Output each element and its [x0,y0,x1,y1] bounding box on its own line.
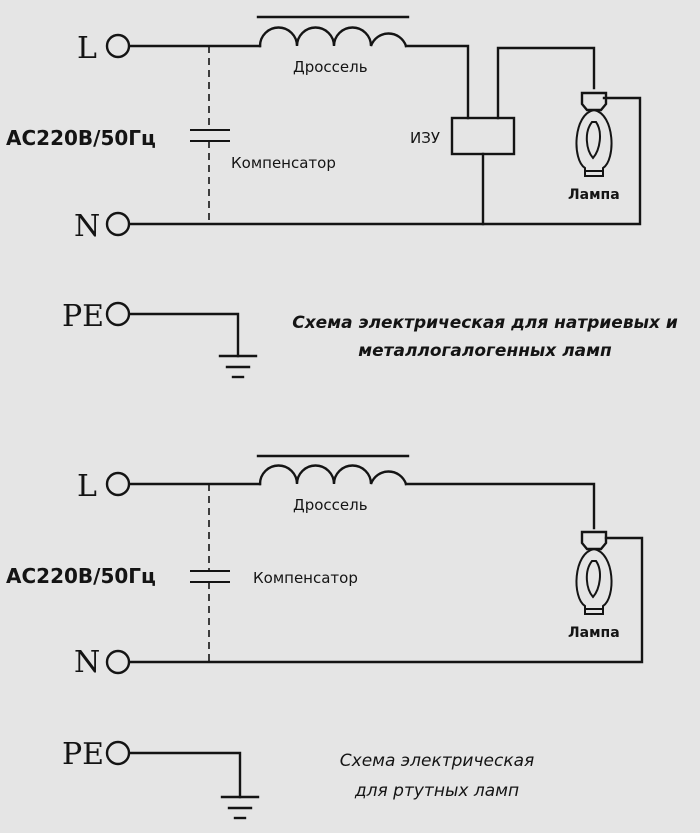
lamp-bulb-icon [575,530,613,615]
terminal-n [105,649,131,675]
choke-coil [258,26,408,48]
lamp-label: Лампа [568,187,620,203]
compensator-label: Компенсатор [253,569,358,587]
terminal-l-label: L [77,31,97,66]
igniter-to-lamp-wire [496,46,596,120]
lamp-bulb-icon [575,91,613,177]
caption-line-2: металлогалогенных ламп [358,341,612,361]
terminal-pe [105,740,131,766]
l-wire [127,44,470,120]
choke-label: Дроссель [293,58,368,76]
igniter-box [450,116,516,156]
terminal-n-label: N [74,645,100,680]
diagram-sodium-metal-halide: L N PE AC220B/50Гц Дроссель Компенсатор … [6,15,678,379]
pe-wire [127,751,242,799]
terminal-l-label: L [77,469,97,504]
terminal-pe [105,301,131,327]
caption-line-1: Схема электрическая [340,751,534,771]
choke-label: Дроссель [293,496,368,514]
l-wire [127,482,596,530]
caption-line-1: Схема электрическая для натриевых и [292,313,678,333]
diagram-mercury: L N PE AC220B/50Гц Дроссель Компенсатор … [6,454,644,820]
terminal-pe-label: PE [62,737,104,772]
compensator-label: Компенсатор [231,154,336,172]
terminal-pe-label: PE [62,299,104,334]
n-wire [127,536,644,664]
choke-coil [258,464,408,486]
voltage-label: AC220B/50Гц [6,564,156,588]
voltage-label: AC220B/50Гц [6,126,156,150]
n-wire [127,96,642,226]
igniter-label: ИЗУ [410,129,440,147]
caption-line-2: для ртутных ламп [354,781,519,801]
lamp-label: Лампа [568,625,620,641]
terminal-n [105,211,131,237]
terminal-l [105,471,131,497]
terminal-l [105,33,131,59]
terminal-n-label: N [74,209,100,244]
pe-wire [127,312,240,358]
